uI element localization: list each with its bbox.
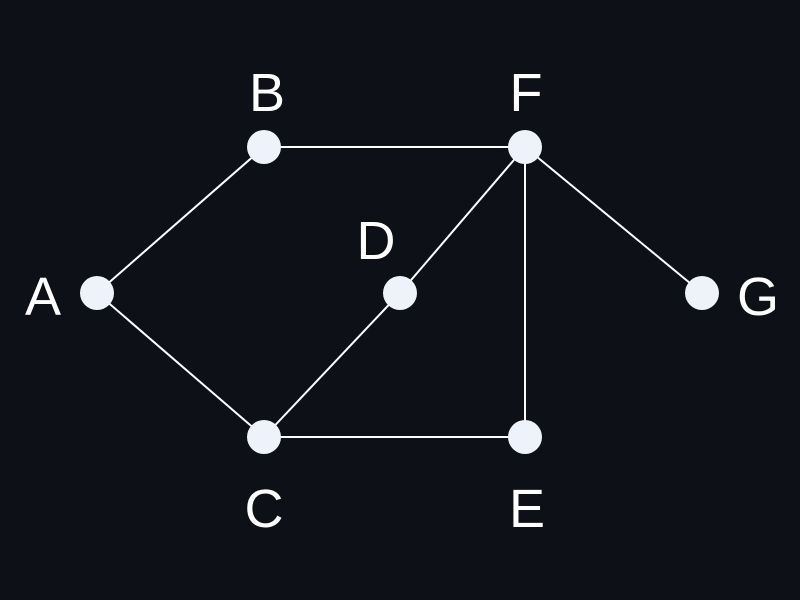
edge-f-g xyxy=(524,146,703,294)
edge-d-f xyxy=(399,146,526,294)
node-label-c: C xyxy=(245,479,284,539)
node-label-f: F xyxy=(510,63,543,123)
node-e xyxy=(508,420,542,454)
edge-a-b xyxy=(96,146,265,294)
node-f xyxy=(508,130,542,164)
node-label-a: A xyxy=(25,267,61,327)
node-label-g: G xyxy=(737,267,779,327)
node-a xyxy=(80,276,114,310)
labels-layer: A B C D E F G xyxy=(25,63,779,539)
edge-a-c xyxy=(96,292,265,438)
node-label-b: B xyxy=(249,63,285,123)
node-g xyxy=(685,276,719,310)
node-label-e: E xyxy=(509,479,545,539)
node-d xyxy=(383,276,417,310)
nodes-layer xyxy=(80,130,719,454)
node-b xyxy=(247,130,281,164)
node-c xyxy=(247,420,281,454)
edge-c-d xyxy=(263,292,401,438)
edges-layer xyxy=(96,146,703,438)
node-label-d: D xyxy=(357,211,396,271)
